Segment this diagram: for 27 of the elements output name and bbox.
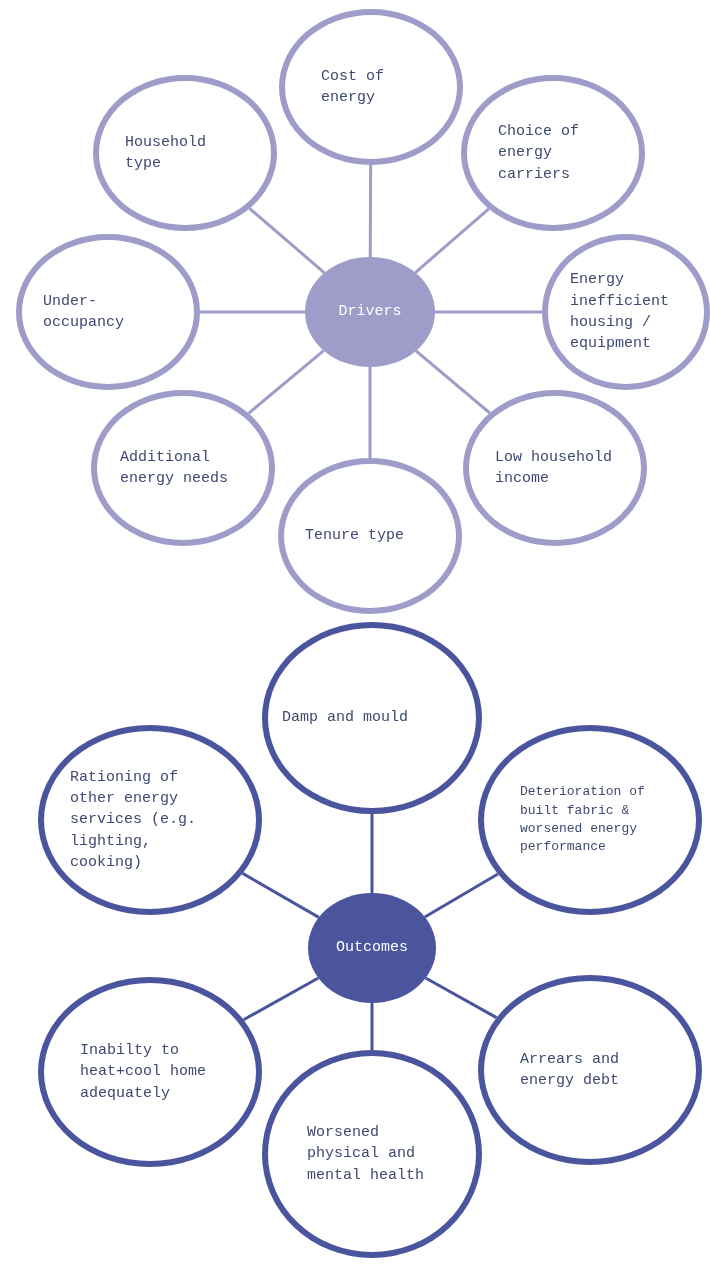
connector-line	[370, 1003, 374, 1050]
connector-line	[248, 207, 326, 274]
topic-label: Household type	[125, 132, 207, 174]
topic-label: Low household income	[495, 447, 614, 489]
connector-line	[247, 349, 325, 415]
topic-label: Worsened physical and mental health	[307, 1123, 426, 1186]
connector-line	[368, 165, 373, 257]
connector-line	[414, 207, 490, 274]
connector-line	[435, 310, 542, 314]
topic-label: Deterioration of built fabric & worsened energy performance	[520, 783, 646, 857]
hub-label: Outcomes	[335, 938, 409, 959]
topic-label: Energy inefficient housing / equipment	[570, 270, 671, 355]
topic-label: Choice of energy carriers	[498, 122, 580, 185]
topic-label: Rationing of other energy services (e.g. lighting, cooking)	[70, 767, 198, 873]
topic-label: Inabilty to heat+cool home adequately	[80, 1041, 208, 1104]
topic-label: Cost of energy	[321, 66, 385, 108]
connector-line	[200, 310, 305, 314]
connector-line	[424, 872, 499, 919]
connector-line	[368, 367, 372, 458]
topic-label: Damp and mould	[282, 708, 410, 729]
connector-line	[370, 814, 374, 893]
connector-line	[415, 349, 491, 415]
topic-label: Tenure type	[305, 526, 406, 547]
topic-label: Arrears and energy debt	[520, 1049, 621, 1091]
topic-label: Additional energy needs	[120, 447, 230, 489]
topic-label: Under-occupancy	[43, 291, 125, 333]
hub-label: Drivers	[337, 302, 403, 323]
